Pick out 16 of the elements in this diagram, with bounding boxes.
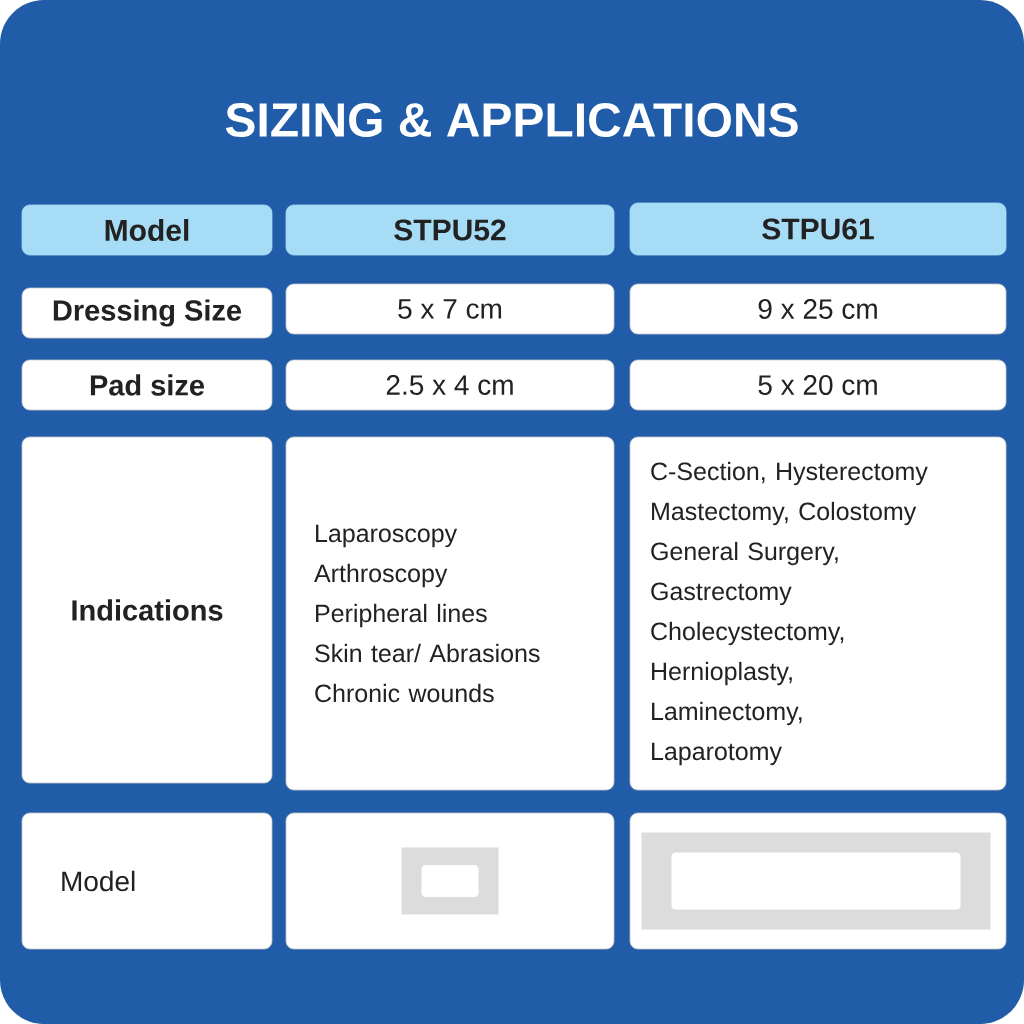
table-cell: 5 x 7 cm: [285, 283, 615, 335]
row-header-cell: Dressing Size: [21, 287, 273, 339]
row-header-cell: Indications: [21, 436, 273, 784]
header-cell: Model: [21, 204, 273, 256]
dressing-drawing: [401, 847, 499, 915]
title: SIZING & APPLICATIONS: [225, 103, 798, 137]
table-cell: C-Section, Hysterectomy Mastectomy, Colostomy General Surgery, Gastrectomy Cholecystectomy, Hernioplasty, Laminectomy, Laparotomy: [629, 436, 1007, 791]
header-cell: STPU61: [629, 202, 1007, 256]
table-cell: 9 x 25 cm: [629, 283, 1007, 335]
table-cell: Laparoscopy Arthroscopy Peripheral lines Skin tear/ Abrasions Chronic wounds: [285, 436, 615, 791]
row-header-cell: Pad size: [21, 359, 273, 411]
header-cell: STPU52: [285, 204, 615, 256]
table-cell: Model: [21, 812, 273, 950]
table-cell: 2.5 x 4 cm: [285, 359, 615, 411]
table-cell: 5 x 20 cm: [629, 359, 1007, 411]
dressing-drawing: [641, 832, 991, 930]
